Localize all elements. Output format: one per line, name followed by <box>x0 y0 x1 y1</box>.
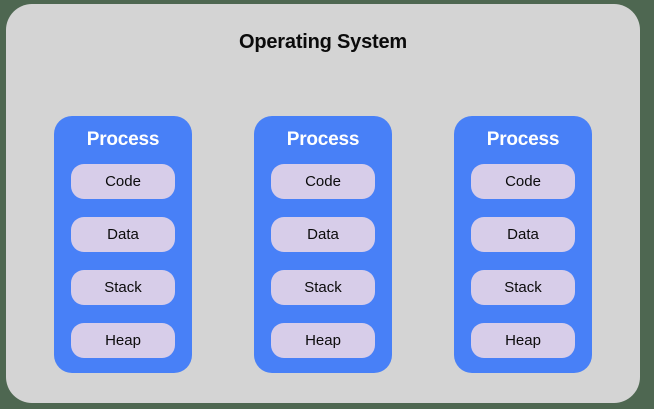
process-card-1: Process Code Data Stack Heap <box>54 116 192 373</box>
segment-list-3: Code Data Stack Heap <box>454 164 592 358</box>
segment-stack-1: Stack <box>71 270 175 305</box>
segment-heap-2: Heap <box>271 323 375 358</box>
segment-data-1: Data <box>71 217 175 252</box>
operating-system-container: Operating System Process Code Data Stack… <box>6 4 640 403</box>
segment-stack-3: Stack <box>471 270 575 305</box>
process-title-3: Process <box>486 129 560 150</box>
segment-heap-3: Heap <box>471 323 575 358</box>
segment-data-3: Data <box>471 217 575 252</box>
segment-heap-1: Heap <box>71 323 175 358</box>
segment-list-1: Code Data Stack Heap <box>54 164 192 358</box>
segment-code-3: Code <box>471 164 575 199</box>
segment-code-1: Code <box>71 164 175 199</box>
segment-data-2: Data <box>271 217 375 252</box>
segment-code-2: Code <box>271 164 375 199</box>
operating-system-title: Operating System <box>239 31 407 53</box>
process-row: Process Code Data Stack Heap Process Cod… <box>6 116 640 373</box>
process-card-2: Process Code Data Stack Heap <box>254 116 392 373</box>
segment-stack-2: Stack <box>271 270 375 305</box>
process-card-3: Process Code Data Stack Heap <box>454 116 592 373</box>
process-title-1: Process <box>86 129 160 150</box>
segment-list-2: Code Data Stack Heap <box>254 164 392 358</box>
process-title-2: Process <box>286 129 360 150</box>
